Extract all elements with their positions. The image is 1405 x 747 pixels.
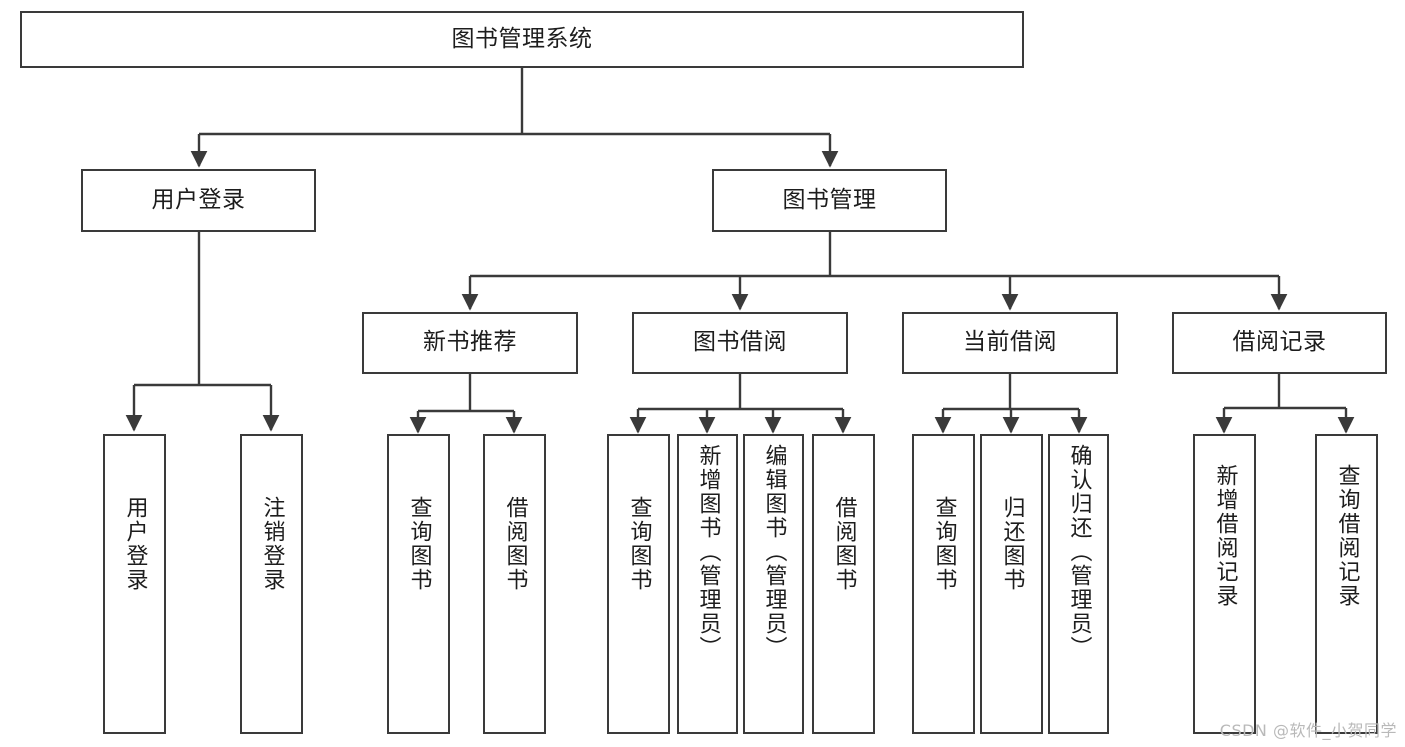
node-leaf-borrow-book-2[interactable]: 借阅图书: [812, 434, 875, 734]
node-leaf-logout-login-label: 注销登录: [259, 496, 285, 592]
node-leaf-add-record-label: 新增借阅记录: [1212, 464, 1238, 608]
node-leaf-edit-book[interactable]: 编辑图书（管理员）: [743, 434, 804, 734]
node-book-borrow-label: 图书借阅: [693, 329, 787, 356]
node-root[interactable]: 图书管理系统: [20, 11, 1024, 68]
node-leaf-user-login[interactable]: 用户登录: [103, 434, 166, 734]
node-borrow-record-label: 借阅记录: [1232, 329, 1327, 356]
node-user-login[interactable]: 用户登录: [81, 169, 316, 232]
node-new-book-rec[interactable]: 新书推荐: [362, 312, 578, 374]
node-leaf-confirm-return-label: 确认归还（管理员）: [1066, 444, 1092, 660]
node-leaf-query-book-3-label: 查询图书: [931, 496, 957, 592]
node-leaf-query-book-3[interactable]: 查询图书: [912, 434, 975, 734]
node-user-login-label: 用户登录: [151, 186, 246, 213]
node-leaf-user-login-label: 用户登录: [122, 496, 148, 592]
node-leaf-logout-login[interactable]: 注销登录: [240, 434, 303, 734]
node-leaf-borrow-book-1-label: 借阅图书: [502, 496, 528, 592]
node-new-book-rec-label: 新书推荐: [423, 329, 517, 356]
node-leaf-add-book[interactable]: 新增图书（管理员）: [677, 434, 738, 734]
node-book-manage[interactable]: 图书管理: [712, 169, 947, 232]
node-book-manage-label: 图书管理: [782, 186, 877, 213]
node-leaf-borrow-book-1[interactable]: 借阅图书: [483, 434, 546, 734]
node-leaf-confirm-return[interactable]: 确认归还（管理员）: [1048, 434, 1109, 734]
node-leaf-query-book-2-label: 查询图书: [626, 496, 652, 592]
node-current-borrow-label: 当前借阅: [963, 329, 1057, 356]
node-book-borrow[interactable]: 图书借阅: [632, 312, 848, 374]
node-borrow-record[interactable]: 借阅记录: [1172, 312, 1387, 374]
node-leaf-query-book-1[interactable]: 查询图书: [387, 434, 450, 734]
node-leaf-borrow-book-2-label: 借阅图书: [831, 496, 857, 592]
node-root-label: 图书管理系统: [451, 25, 593, 52]
node-leaf-return-book-label: 归还图书: [999, 496, 1025, 592]
node-leaf-return-book[interactable]: 归还图书: [980, 434, 1043, 734]
node-leaf-query-record[interactable]: 查询借阅记录: [1315, 434, 1378, 734]
node-leaf-query-book-2[interactable]: 查询图书: [607, 434, 670, 734]
node-leaf-query-book-1-label: 查询图书: [406, 496, 432, 592]
node-leaf-edit-book-label: 编辑图书（管理员）: [761, 444, 787, 660]
node-leaf-add-book-label: 新增图书（管理员）: [695, 444, 721, 660]
watermark: CSDN @软件_小贺同学: [1219, 721, 1397, 740]
node-current-borrow[interactable]: 当前借阅: [902, 312, 1118, 374]
node-leaf-query-record-label: 查询借阅记录: [1334, 464, 1360, 608]
node-leaf-add-record[interactable]: 新增借阅记录: [1193, 434, 1256, 734]
